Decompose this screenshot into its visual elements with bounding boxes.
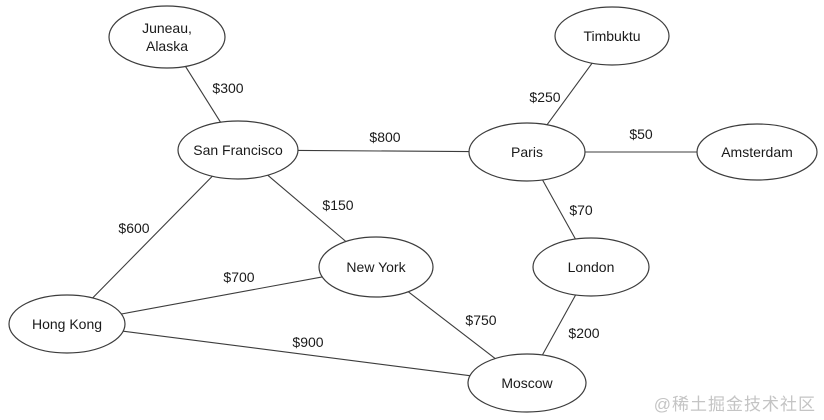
node-ellipse-amsterdam bbox=[696, 123, 818, 181]
edge-price-label: $200 bbox=[568, 325, 599, 341]
edge-line-paris-london bbox=[542, 179, 576, 240]
edge-line-sanfrancisco-paris bbox=[297, 149, 470, 153]
node-label-london: London bbox=[568, 259, 615, 275]
node-ellipse-moscow bbox=[467, 353, 587, 413]
node-label-paris: Paris bbox=[511, 144, 543, 160]
node-ellipse-newyork bbox=[318, 236, 434, 298]
node-label-juneau: Alaska bbox=[146, 38, 188, 54]
node-ellipse-juneau bbox=[108, 5, 226, 69]
edge-line-hongkong-moscow bbox=[123, 330, 470, 377]
node-ellipse-timbuktu bbox=[554, 6, 670, 66]
node-ellipse-paris bbox=[468, 122, 586, 182]
node-label-newyork: New York bbox=[346, 259, 406, 275]
edge-line-newyork-moscow bbox=[407, 291, 496, 360]
edge-price-label: $70 bbox=[569, 202, 593, 218]
node-label-sanfrancisco: San Francisco bbox=[193, 142, 283, 158]
edge-price-label: $800 bbox=[369, 129, 400, 145]
node-label-juneau: Juneau, bbox=[142, 20, 192, 36]
edge-price-label: $250 bbox=[529, 89, 560, 105]
edge-line-sanfrancisco-hongkong bbox=[92, 175, 213, 299]
node-label-hongkong: Hong Kong bbox=[32, 316, 102, 332]
edge-price-label: $750 bbox=[465, 312, 496, 328]
edge-price-label: $700 bbox=[223, 269, 254, 285]
edge-price-label: $300 bbox=[212, 80, 243, 96]
edge-line-sanfrancisco-newyork bbox=[267, 174, 347, 242]
edge-line-juneau-sanfrancisco bbox=[185, 66, 222, 123]
edge-price-label: $150 bbox=[322, 197, 353, 213]
edge-price-label: $600 bbox=[118, 220, 149, 236]
edge-price-label: $50 bbox=[629, 126, 653, 142]
node-ellipse-hongkong bbox=[8, 294, 126, 354]
edge-line-london-moscow bbox=[541, 294, 577, 356]
edge-line-paris-timbuktu bbox=[546, 62, 593, 126]
node-label-amsterdam: Amsterdam bbox=[721, 144, 793, 160]
edge-price-label: $900 bbox=[292, 334, 323, 350]
node-label-moscow: Moscow bbox=[501, 375, 553, 391]
edge-line-hongkong-newyork bbox=[121, 276, 323, 315]
node-ellipse-london bbox=[532, 237, 650, 297]
node-label-timbuktu: Timbuktu bbox=[583, 28, 640, 44]
node-ellipse-sanfrancisco bbox=[177, 120, 299, 180]
